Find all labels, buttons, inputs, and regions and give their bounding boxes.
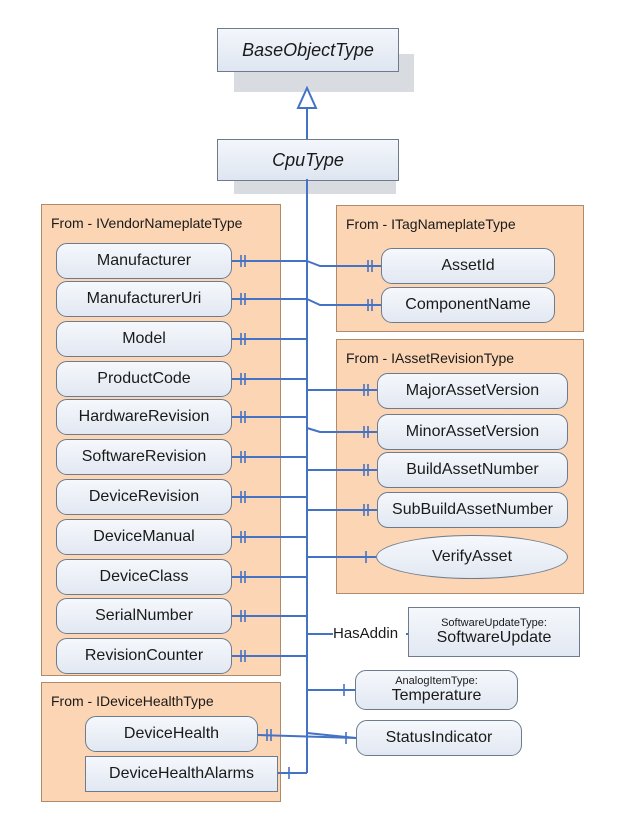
device-revision-node[interactable]: DeviceRevision (56, 479, 232, 515)
cpu-type-box[interactable]: CpuType (217, 139, 399, 181)
product-code-node[interactable]: ProductCode (56, 361, 232, 397)
temperature-type-label: AnalogItemType: (395, 675, 478, 688)
tag-group-title: From - ITagNameplateType (346, 216, 516, 232)
minor-asset-version-node[interactable]: MinorAssetVersion (377, 414, 568, 450)
software-update-type-label: SoftwareUpdateType: (441, 617, 547, 630)
revision-counter-node[interactable]: RevisionCounter (56, 638, 232, 674)
verify-asset-method-node[interactable]: VerifyAsset (376, 535, 568, 579)
device-health-alarms-node[interactable]: DeviceHealthAlarms (85, 756, 278, 792)
has-addin-label: HasAddin (333, 625, 399, 642)
temperature-name: Temperature (391, 687, 482, 705)
serial-number-node[interactable]: SerialNumber (56, 598, 232, 634)
asset-id-node[interactable]: AssetId (381, 248, 555, 284)
health-group-title: From - IDeviceHealthType (51, 693, 214, 709)
manufacturer-uri-node[interactable]: ManufacturerUri (56, 281, 232, 317)
sub-build-asset-number-node[interactable]: SubBuildAssetNumber (377, 492, 568, 528)
build-asset-number-node[interactable]: BuildAssetNumber (377, 452, 568, 488)
status-indicator-node[interactable]: StatusIndicator (356, 720, 522, 756)
software-update-node[interactable]: SoftwareUpdateType: SoftwareUpdate (408, 607, 580, 657)
component-name-node[interactable]: ComponentName (381, 287, 555, 323)
software-update-name: SoftwareUpdate (436, 629, 552, 647)
vendor-group-title: From - IVendorNameplateType (51, 215, 243, 231)
major-asset-version-node[interactable]: MajorAssetVersion (377, 373, 568, 409)
cpu-type-label: CpuType (272, 149, 344, 170)
software-revision-node[interactable]: SoftwareRevision (56, 439, 232, 475)
manufacturer-node[interactable]: Manufacturer (56, 243, 232, 279)
model-node[interactable]: Model (56, 321, 232, 357)
temperature-node[interactable]: AnalogItemType: Temperature (355, 670, 518, 710)
asset-group-title: From - IAssetRevisionType (346, 350, 515, 366)
hardware-revision-node[interactable]: HardwareRevision (56, 399, 232, 435)
device-health-node[interactable]: DeviceHealth (85, 716, 258, 752)
base-object-type-label: BaseObjectType (242, 39, 374, 60)
device-class-node[interactable]: DeviceClass (56, 559, 232, 595)
base-object-type-box[interactable]: BaseObjectType (217, 28, 399, 72)
device-manual-node[interactable]: DeviceManual (56, 519, 232, 555)
